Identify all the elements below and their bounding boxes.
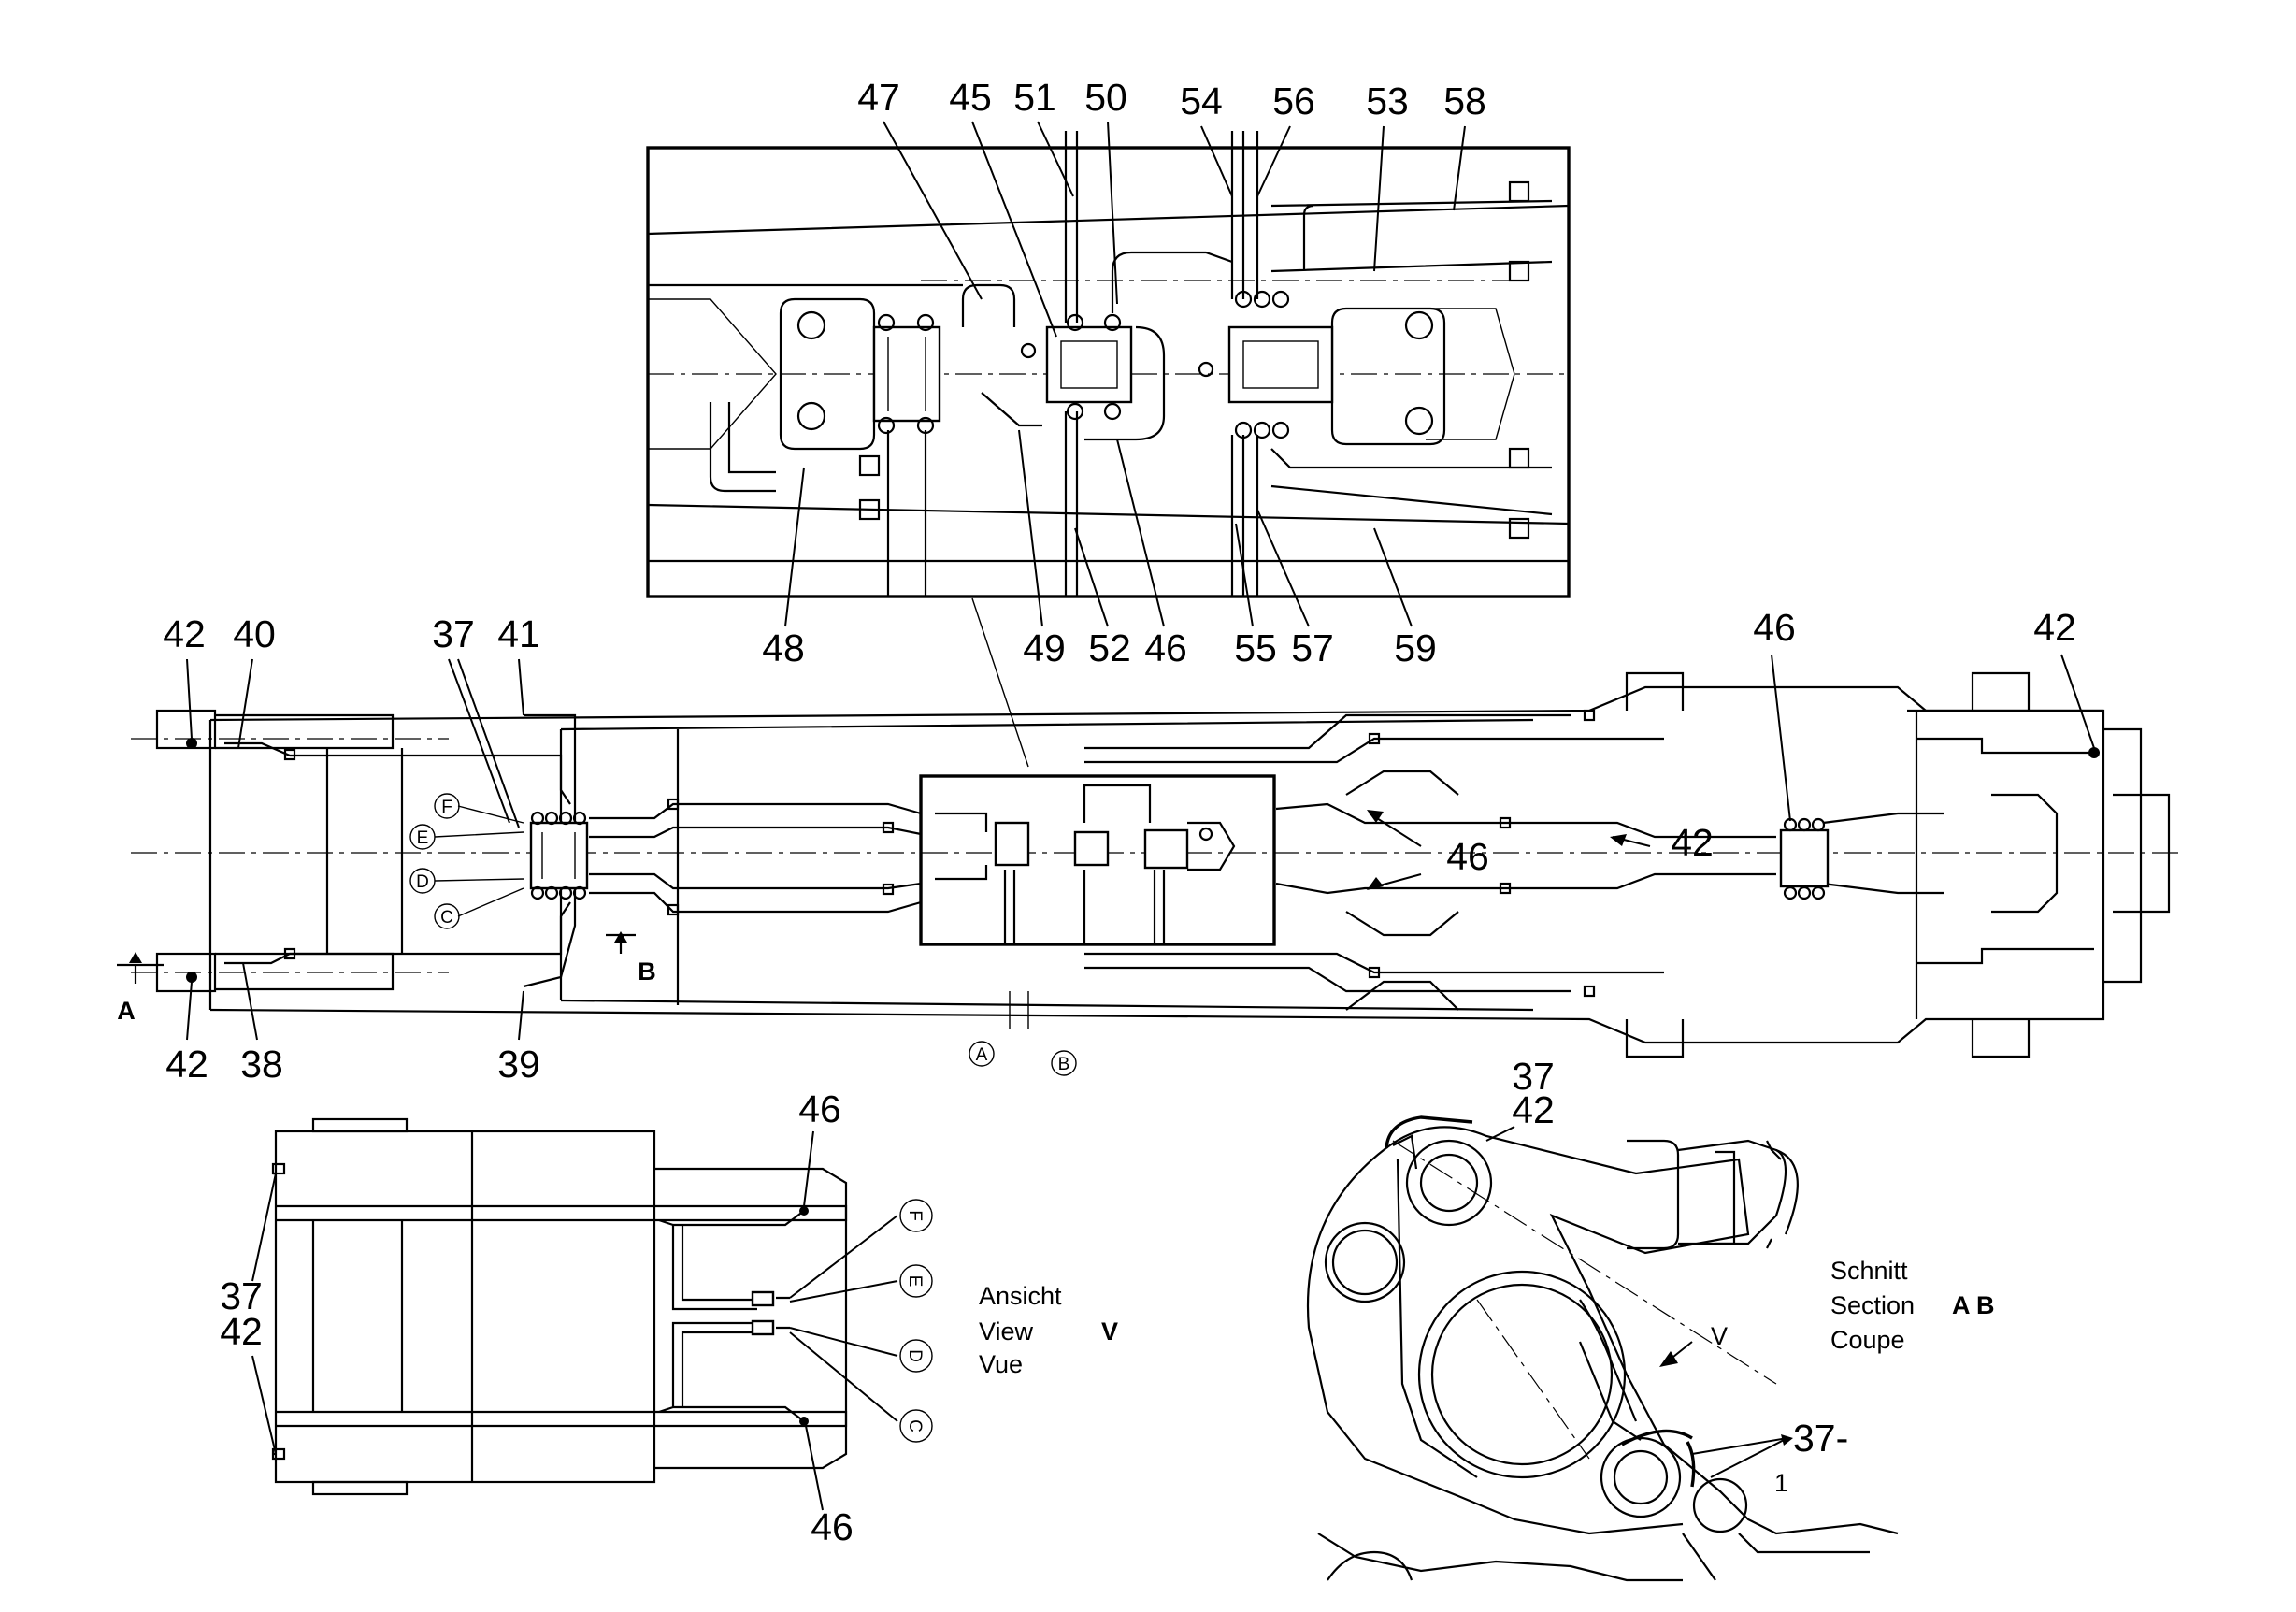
callout-58: 58 — [1443, 79, 1486, 122]
callout-39: 39 — [497, 1043, 540, 1086]
view-v-caption: Ansicht View Vue V — [979, 1282, 1118, 1378]
section-ab-callout-37: 37 — [1512, 1055, 1555, 1098]
detail-inset — [646, 131, 1571, 768]
callout-56: 56 — [1272, 79, 1315, 122]
section-ab-drawing — [1306, 1115, 1899, 1582]
view-v-callout-42: 42 — [220, 1310, 263, 1353]
callout-54: 54 — [1180, 79, 1223, 122]
view-v-caption-de: Ansicht — [979, 1282, 1062, 1310]
callout-46: 46 — [1144, 626, 1187, 669]
view-v-callouts: 46 37 42 46 — [220, 1087, 898, 1548]
callout-52: 52 — [1088, 626, 1131, 669]
callout-46-right: 46 — [1753, 606, 1796, 649]
port-letter-e: E — [417, 828, 429, 848]
callout-55: 55 — [1234, 626, 1277, 669]
main-callouts: 42 40 37 41 46 42 46 42 42 38 39 — [163, 606, 2095, 1086]
view-v-port-f: F — [905, 1210, 925, 1221]
view-v-callout-37: 37 — [220, 1274, 263, 1317]
view-v-callout-46-top: 46 — [798, 1087, 841, 1130]
section-ab-caption-en: Section — [1830, 1291, 1915, 1319]
callout-38: 38 — [240, 1043, 283, 1086]
port-letters-main: F E D C A B — [409, 793, 1077, 1076]
detail-callouts-top: 47 45 51 50 54 56 53 58 — [857, 76, 1486, 338]
callout-42-center: 42 — [1671, 821, 1714, 864]
callout-57: 57 — [1291, 626, 1334, 669]
callout-50: 50 — [1084, 76, 1127, 119]
view-v-port-c: C — [905, 1419, 925, 1432]
boom-overview — [117, 671, 2178, 1058]
view-v-port-e: E — [905, 1275, 925, 1288]
detail-callouts-bottom: 48 49 52 46 55 57 59 — [762, 429, 1437, 669]
section-marker-a: A — [117, 997, 136, 1025]
callout-37-main: 37 — [432, 612, 475, 655]
port-letter-d: D — [416, 872, 429, 892]
callout-48: 48 — [762, 626, 805, 669]
section-marker-b: B — [638, 957, 656, 986]
section-ab-callout-1: 1 — [1774, 1469, 1788, 1497]
callout-53: 53 — [1366, 79, 1409, 122]
view-v-drawing — [271, 1117, 848, 1496]
view-v-caption-en: View — [979, 1317, 1034, 1346]
callout-42-right-top: 42 — [2033, 606, 2076, 649]
callout-47: 47 — [857, 76, 900, 119]
section-ab-caption-fr: Coupe — [1830, 1326, 1905, 1354]
callout-46-center: 46 — [1446, 835, 1489, 878]
port-letter-a: A — [976, 1045, 988, 1065]
section-ab-callouts: 37 42 37- 1 V — [1485, 1055, 1848, 1497]
callout-41: 41 — [497, 612, 540, 655]
callout-40: 40 — [233, 612, 276, 655]
callout-49: 49 — [1023, 626, 1066, 669]
view-v-port-d: D — [905, 1349, 925, 1362]
port-letter-b: B — [1058, 1055, 1070, 1074]
section-ab-caption-ab: A B — [1952, 1291, 1995, 1319]
port-letter-c: C — [440, 908, 453, 928]
section-ab-caption: Schnitt Section A B Coupe — [1830, 1257, 1995, 1354]
view-v-caption-fr: Vue — [979, 1350, 1023, 1378]
section-ab-callout-42: 42 — [1512, 1088, 1555, 1131]
view-v-caption-letter: V — [1101, 1317, 1118, 1346]
section-ab-caption-de: Schnitt — [1830, 1257, 1908, 1285]
callout-42-left-bottom: 42 — [165, 1043, 208, 1086]
section-ab-view-letter: V — [1711, 1322, 1728, 1350]
callout-51: 51 — [1013, 76, 1056, 119]
section-ab-callout-37-dash: 37- — [1793, 1417, 1848, 1460]
callout-42-left-top: 42 — [163, 612, 206, 655]
port-letter-f: F — [441, 798, 452, 817]
view-v-port-letters: F E D C — [899, 1199, 933, 1443]
view-v-callout-46-bottom: 46 — [811, 1505, 854, 1548]
callout-59: 59 — [1394, 626, 1437, 669]
callout-45: 45 — [949, 76, 992, 119]
